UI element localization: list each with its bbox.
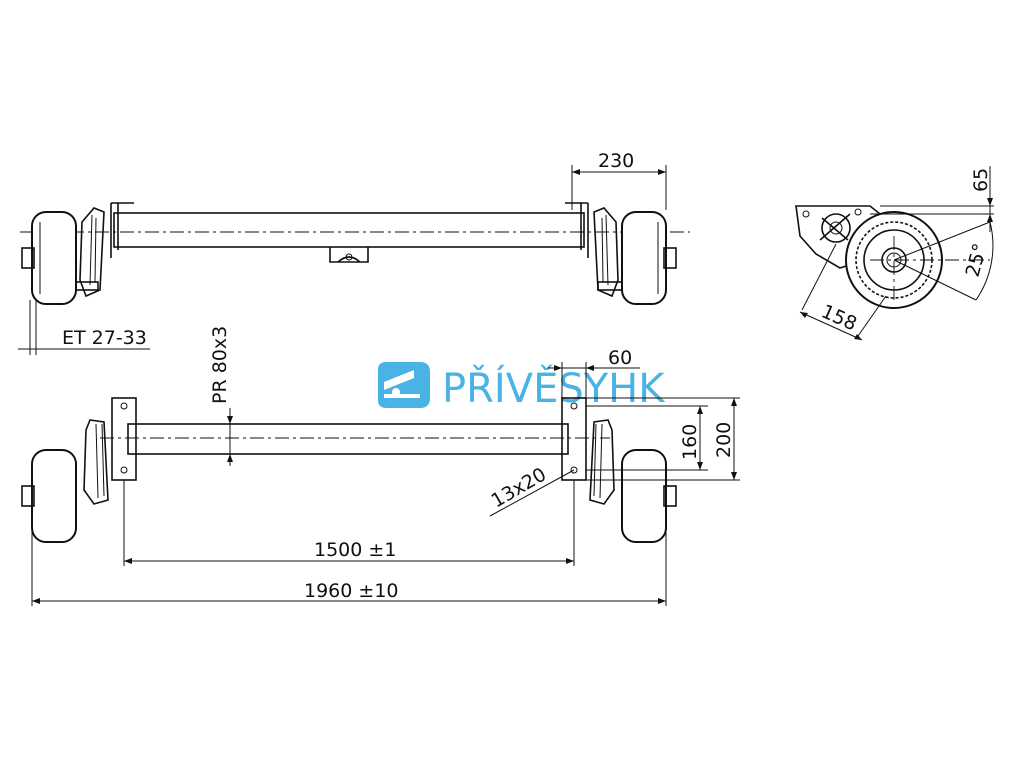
left-wheel-plan [31,449,77,543]
svg-text:PŘÍVĚSYHK: PŘÍVĚSYHK [442,364,666,412]
brand-logo: PŘÍVĚSYHK [378,362,666,412]
axle-tube-plan [127,423,569,455]
dim-65-label: 65 [970,168,992,192]
dim-25deg-label: 25° [962,241,992,279]
left-wheel-front [31,211,77,305]
right-wheel-front [621,211,667,305]
dim-160-label: 160 [679,424,701,460]
dim-230-label: 230 [598,150,634,172]
left-bracket-plate [111,397,137,481]
brand-suffix-text: HK [608,366,666,412]
dim-pr-label: PR 80x3 [209,326,231,404]
right-mount-bracket [565,202,589,258]
dim-1960-label: 1960 ±10 [304,580,399,602]
dim-1500-label: 1500 ±1 [314,539,396,561]
dim-200-label: 200 [713,422,735,458]
center-clamp [329,247,369,263]
right-wheel-plan [621,449,667,543]
side-view: 65 25° 158 [795,166,994,341]
dim-hole-label: 13x20 [488,463,551,512]
axle-tube-front [113,212,585,248]
brand-main-text: PŘÍVĚSY [442,364,609,412]
dim-et-label: ET 27-33 [62,327,147,349]
left-mount-bracket [110,202,134,258]
dim-60-label: 60 [608,347,632,369]
front-view: 230 ET 27-33 [18,150,690,355]
